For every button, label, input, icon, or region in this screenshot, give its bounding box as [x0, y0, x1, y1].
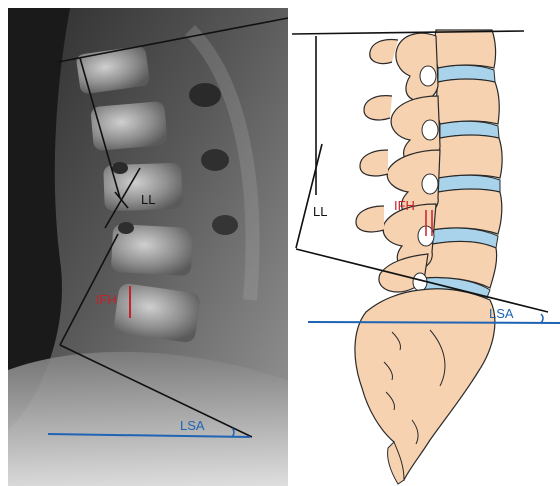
- lsa-label: LSA: [180, 418, 205, 433]
- lsa-horizontal-line: [308, 322, 560, 323]
- illustration-panel: LL IFH LSA: [292, 8, 560, 486]
- vertebra: [437, 79, 500, 124]
- xray-pelvis-region: [8, 352, 288, 486]
- ll-label: LL: [141, 192, 155, 207]
- xray-panel: LL IFH LSA: [8, 8, 288, 486]
- xray-vertebra: [90, 101, 168, 151]
- lsa-label: LSA: [489, 306, 514, 321]
- vertebra: [435, 30, 496, 68]
- vertebra: [436, 135, 502, 178]
- ifh-label: IFH: [394, 198, 415, 213]
- ll-label: LL: [313, 204, 327, 219]
- ifh-label: IFH: [96, 292, 117, 307]
- vertebra: [431, 189, 501, 234]
